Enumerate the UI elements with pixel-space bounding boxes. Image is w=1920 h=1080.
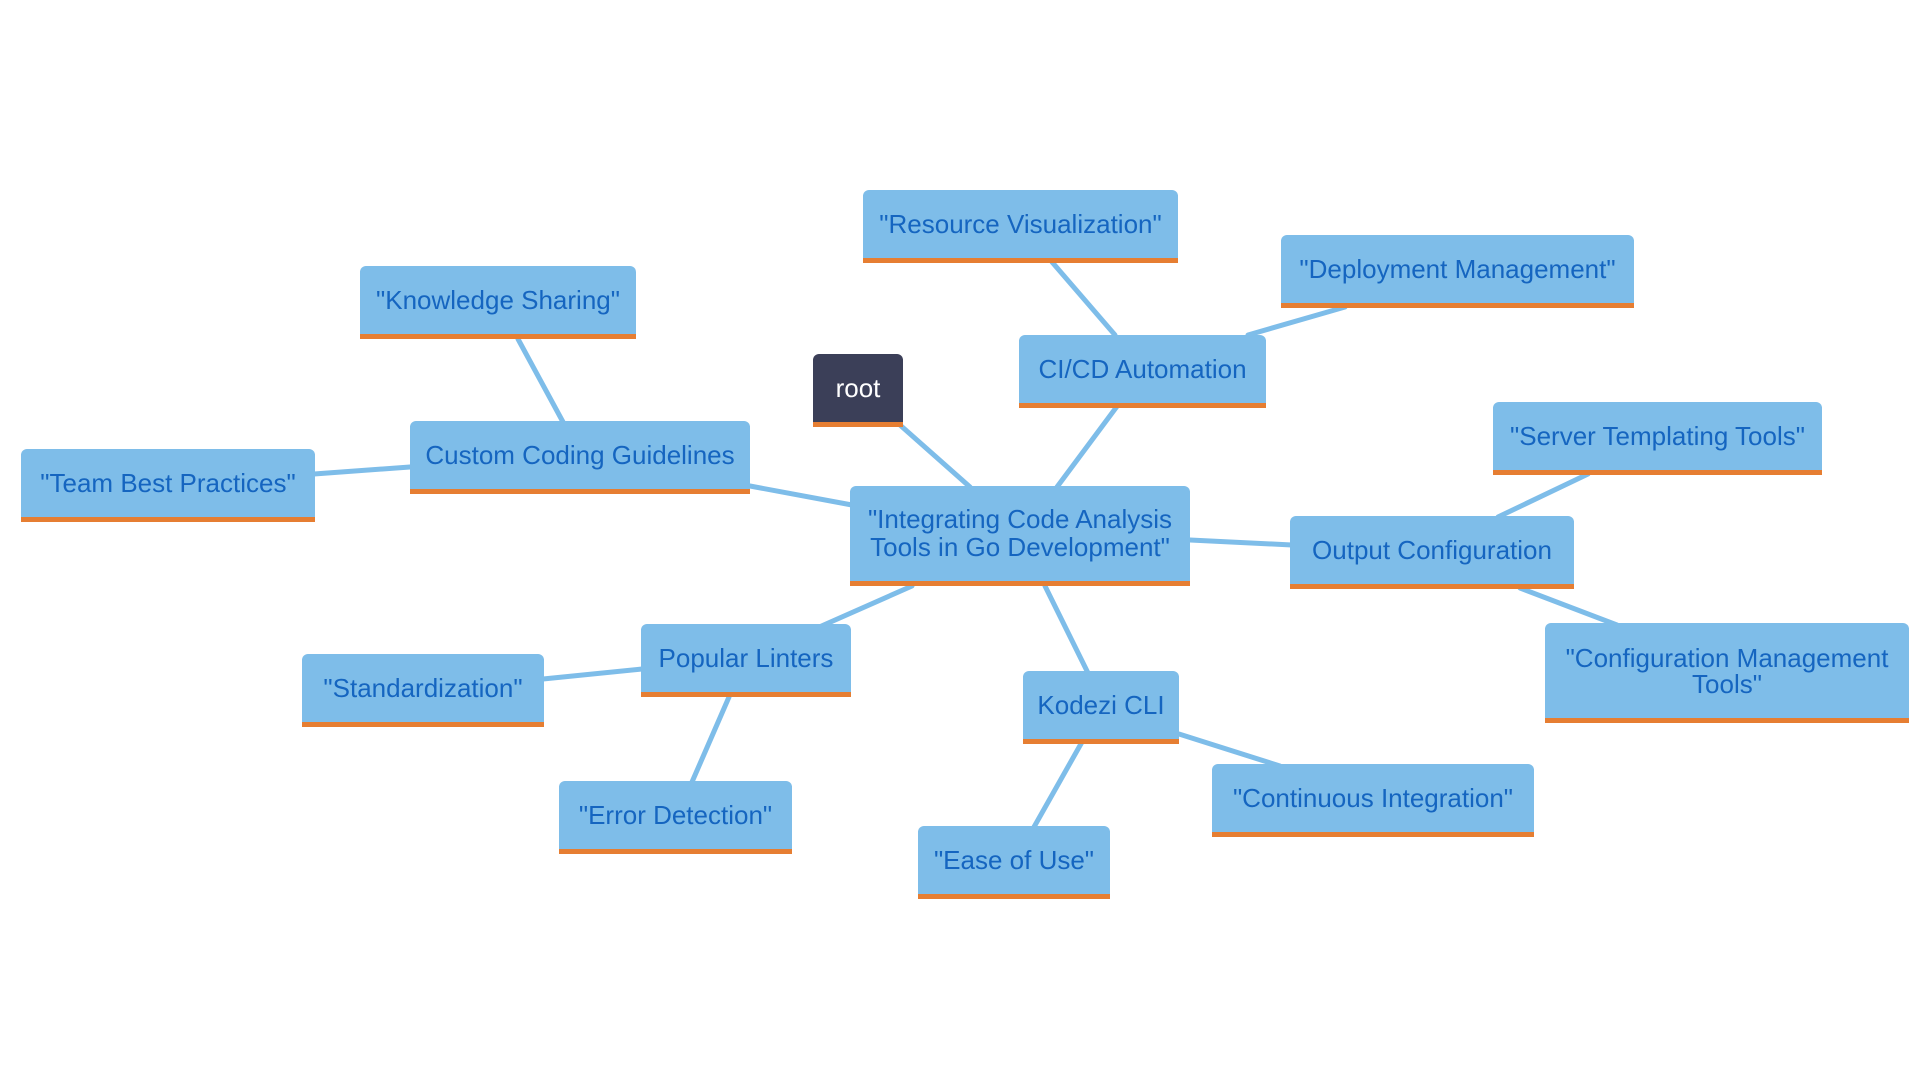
leaf-team-best-practices[interactable]: "Team Best Practices" bbox=[21, 449, 315, 522]
edge-center-output-configuration bbox=[1187, 537, 1295, 548]
central-topic-node[interactable]: "Integrating Code Analysis Tools in Go D… bbox=[850, 486, 1190, 586]
leaf-label: "Ease of Use" bbox=[933, 845, 1095, 875]
leaf-deployment-management[interactable]: "Deployment Management" bbox=[1281, 235, 1634, 308]
branch-custom-coding-guidelines[interactable]: Custom Coding Guidelines bbox=[410, 421, 750, 494]
leaf-configuration-management-tools[interactable]: "Configuration Management Tools" bbox=[1545, 623, 1909, 723]
edge-root-center bbox=[897, 422, 973, 490]
edge-center-cicd-automation bbox=[1054, 402, 1121, 490]
edge-guidelines-knowledge-sharing bbox=[515, 336, 566, 425]
edge-center-kodezi-cli bbox=[1042, 583, 1091, 676]
branch-output-configuration[interactable]: Output Configuration bbox=[1290, 516, 1574, 589]
leaf-label: "Continuous Integration" bbox=[1232, 783, 1514, 813]
edge-kodezi-continuous-integration bbox=[1176, 731, 1283, 769]
edge-kodezi-ease-of-use bbox=[1031, 739, 1085, 830]
edge-center-custom-coding-guidelines bbox=[747, 483, 855, 508]
leaf-label: "Configuration Management Tools" bbox=[1565, 642, 1889, 699]
branch-popular-linters[interactable]: Popular Linters bbox=[641, 624, 851, 697]
leaf-error-detection[interactable]: "Error Detection" bbox=[559, 781, 792, 854]
leaf-label: "Standardization" bbox=[323, 673, 523, 703]
leaf-server-templating-tools[interactable]: "Server Templating Tools" bbox=[1493, 402, 1822, 475]
root-node-label: root bbox=[835, 373, 881, 403]
leaf-resource-visualization[interactable]: "Resource Visualization" bbox=[863, 190, 1178, 263]
root-node[interactable]: root bbox=[813, 354, 903, 427]
edge-linters-error-detection bbox=[689, 694, 732, 785]
leaf-label: "Server Templating Tools" bbox=[1510, 421, 1805, 451]
edge-output-server-templating bbox=[1495, 471, 1591, 520]
branch-cicd-automation[interactable]: CI/CD Automation bbox=[1019, 335, 1266, 408]
central-topic-label: "Integrating Code Analysis Tools in Go D… bbox=[867, 504, 1173, 562]
leaf-label: "Deployment Management" bbox=[1299, 254, 1616, 284]
branch-label: Output Configuration bbox=[1312, 535, 1552, 565]
leaf-label: "Knowledge Sharing" bbox=[376, 285, 620, 315]
branch-label: Popular Linters bbox=[658, 643, 834, 673]
edge-output-configuration-management bbox=[1517, 585, 1620, 628]
edge-cicd-deployment-management bbox=[1245, 304, 1348, 338]
branch-label: CI/CD Automation bbox=[1038, 354, 1247, 384]
branch-kodezi-cli[interactable]: Kodezi CLI bbox=[1023, 671, 1179, 744]
branch-label: Kodezi CLI bbox=[1037, 690, 1165, 720]
leaf-label: "Resource Visualization" bbox=[879, 209, 1162, 239]
leaf-continuous-integration[interactable]: "Continuous Integration" bbox=[1212, 764, 1534, 837]
edge-linters-standardization bbox=[540, 666, 645, 682]
edge-guidelines-team-best-practices bbox=[311, 464, 413, 477]
edge-cicd-resource-visualization bbox=[1049, 259, 1118, 338]
leaf-knowledge-sharing[interactable]: "Knowledge Sharing" bbox=[360, 266, 636, 339]
branch-label: Custom Coding Guidelines bbox=[425, 440, 735, 470]
edge-center-popular-linters bbox=[814, 583, 915, 631]
leaf-label: "Team Best Practices" bbox=[40, 468, 296, 498]
leaf-label: "Error Detection" bbox=[578, 800, 773, 830]
leaf-ease-of-use[interactable]: "Ease of Use" bbox=[918, 826, 1110, 899]
leaf-standardization[interactable]: "Standardization" bbox=[302, 654, 544, 727]
